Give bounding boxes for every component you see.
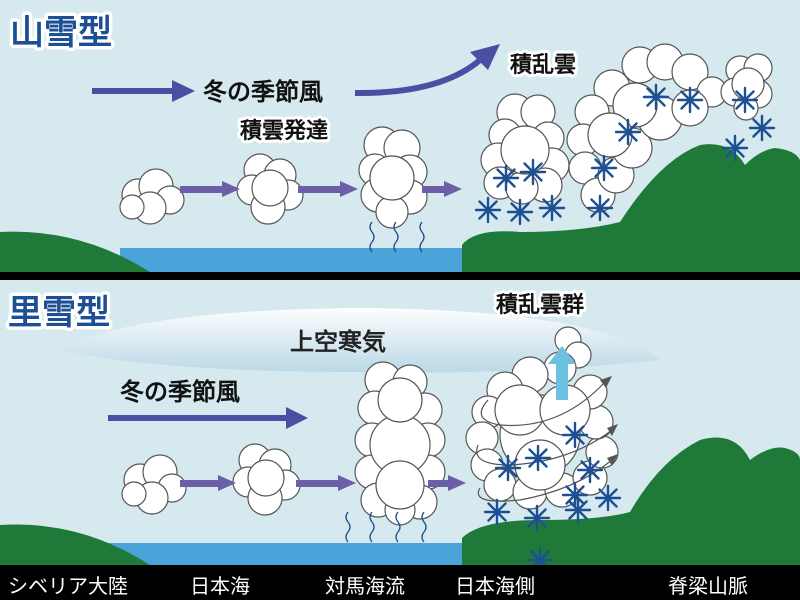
cumulonimbus-label: 積乱雲 bbox=[510, 53, 576, 78]
upper-cold-air-label: 上空寒気 bbox=[290, 328, 386, 356]
circulation-arrowheads bbox=[600, 376, 618, 466]
snowflake-icon bbox=[564, 496, 592, 524]
snowflake-icon bbox=[526, 546, 554, 565]
snowflake-icon bbox=[586, 194, 614, 222]
wind-arrow-curve bbox=[354, 57, 482, 97]
cloud-small bbox=[119, 168, 185, 225]
snowflake-icon bbox=[506, 198, 534, 226]
snowflake-icon bbox=[524, 444, 552, 472]
snowflake-icon bbox=[538, 194, 566, 222]
japan-land bbox=[462, 144, 800, 272]
vapor-arrows bbox=[369, 221, 425, 253]
snowflakes-bottom bbox=[483, 421, 622, 565]
location-siberia: シベリア大陸 bbox=[8, 574, 128, 598]
snowflake-icon bbox=[494, 454, 522, 482]
snowflake-icon bbox=[483, 498, 511, 526]
wind-label-top: 冬の季節風 bbox=[203, 78, 323, 106]
snowflake-icon bbox=[561, 421, 589, 449]
snowflake-icon bbox=[474, 196, 502, 224]
siberia-land bbox=[0, 524, 150, 565]
coastal-snow-panel: 里雪型 上空寒気 冬の季節風 積乱雲群 bbox=[0, 280, 800, 565]
cloud-developing bbox=[358, 126, 428, 229]
cumulonimbus-1 bbox=[480, 93, 570, 205]
location-backbone-range: 脊梁山脈 bbox=[668, 574, 748, 598]
snowflake-icon bbox=[590, 154, 618, 182]
updraft-arrow-head bbox=[548, 346, 576, 364]
cloud-medium bbox=[236, 153, 304, 225]
location-tsushima-current: 対馬海流 bbox=[325, 574, 405, 598]
siberia-land bbox=[0, 231, 150, 272]
panel-title-coastal: 里雪型 bbox=[8, 293, 110, 333]
sea bbox=[100, 543, 470, 565]
cloud-tall bbox=[354, 361, 446, 526]
snowflake-icon bbox=[523, 504, 551, 532]
panel-title-mountain: 山雪型 bbox=[10, 13, 112, 53]
wind-arrow-curve-head bbox=[470, 44, 500, 70]
sea bbox=[120, 248, 480, 272]
mountain-snow-panel: 山雪型 冬の季節風 積雲発達 積乱雲 bbox=[0, 0, 800, 272]
snowflake-icon bbox=[676, 86, 704, 114]
snowflake-icon bbox=[642, 83, 670, 111]
upper-cold-air bbox=[60, 308, 660, 373]
snowflakes-top bbox=[474, 83, 776, 226]
cloud-arrows bbox=[180, 181, 462, 197]
wind-arrow-head bbox=[286, 407, 308, 429]
snowflake-icon bbox=[731, 86, 759, 114]
coastal-snow-diagram: 里雪型 上空寒気 冬の季節風 積乱雲群 bbox=[0, 289, 800, 565]
wind-arrow-left-head bbox=[172, 80, 195, 102]
cumulonimbus-group bbox=[465, 326, 619, 510]
cumulonimbus-3 bbox=[720, 53, 773, 121]
snowflake-icon bbox=[594, 484, 622, 512]
cloud-arrows bbox=[180, 475, 466, 491]
snowflake-icon bbox=[614, 118, 642, 146]
snowflake-icon bbox=[576, 456, 604, 484]
cumulonimbus-group-label: 積乱雲群 bbox=[496, 292, 584, 318]
location-sea-of-japan-side: 日本海側 bbox=[455, 574, 535, 598]
cloud-development-label: 積雲発達 bbox=[240, 118, 328, 144]
location-bar: シベリア大陸 日本海 対馬海流 日本海側 脊梁山脈 bbox=[0, 565, 800, 600]
japan-land bbox=[462, 437, 800, 565]
vapor-arrows bbox=[345, 511, 427, 543]
cloud-medium bbox=[232, 443, 301, 516]
snowflake-icon bbox=[492, 164, 520, 192]
cloud-small bbox=[121, 454, 187, 515]
snowflake-icon bbox=[748, 114, 776, 142]
snowflake-icon bbox=[721, 134, 749, 162]
updraft-arrow-shaft bbox=[556, 362, 568, 400]
location-sea-of-japan: 日本海 bbox=[190, 574, 250, 598]
wind-label-bottom: 冬の季節風 bbox=[120, 378, 240, 406]
snowflake-icon bbox=[519, 158, 547, 186]
mountain-snow-diagram: 山雪型 冬の季節風 積雲発達 積乱雲 bbox=[0, 10, 800, 272]
circulation-lines bbox=[476, 381, 613, 502]
